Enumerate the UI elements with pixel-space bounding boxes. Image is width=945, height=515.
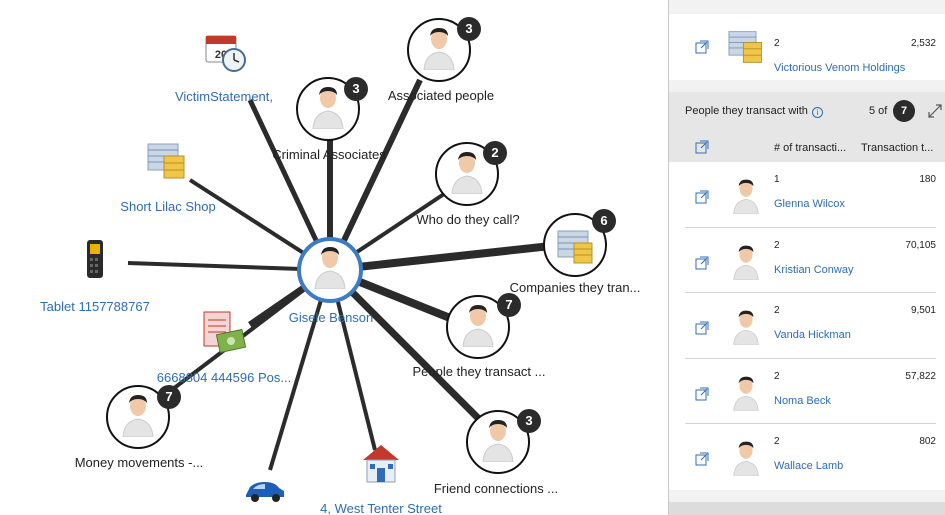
group-label-criminal-associates[interactable]: Criminal Associates [272, 147, 386, 162]
count-badge-friend-connections: 3 [517, 409, 541, 433]
list-item[interactable]: 1 180 Glenna Wilcox [685, 162, 936, 228]
row-amount: 180 [919, 174, 936, 185]
person-icon [312, 87, 344, 129]
group-label-associated-people[interactable]: Associated people [387, 88, 495, 103]
person-icon [733, 441, 759, 476]
calendar-clock-icon[interactable]: 20 [204, 32, 248, 74]
building-icon [557, 230, 593, 264]
phone-icon[interactable] [83, 238, 109, 282]
details-panel: 2 2,532 Victorious Venom Holdings People… [668, 0, 945, 515]
edge-money-movements [163, 268, 332, 397]
row-transactions: 2 [774, 239, 780, 251]
transact-list: 1 180 Glenna Wilcox 2 70,105 Kristian Co… [669, 162, 945, 490]
count-badge-companies: 6 [592, 209, 616, 233]
group-label-people-transact[interactable]: People they transact ... [412, 364, 546, 379]
row-amount: 57,822 [905, 370, 936, 382]
row-name[interactable]: Noma Beck [774, 394, 831, 407]
open-entity-icon[interactable] [695, 321, 709, 335]
row-transactions: 2 [774, 305, 780, 316]
entity-label-tablet[interactable]: Tablet 1157788767 [40, 299, 150, 314]
list-item[interactable]: 2 9,501 Vanda Hickman [685, 293, 936, 359]
person-icon [451, 152, 483, 194]
row-amount: 70,105 [905, 239, 936, 251]
building-icon [728, 31, 762, 63]
row-amount: 802 [919, 436, 936, 447]
entity-label-address[interactable]: 4, West Tenter Street [320, 501, 442, 515]
list-item[interactable]: 2 70,105 Kristian Conway [685, 228, 936, 293]
edge-associated-people [327, 78, 423, 272]
edge-friend-connections [327, 267, 483, 423]
section-title-text: People they transact with [685, 105, 808, 117]
row-transactions: 1 [774, 174, 780, 185]
list-item[interactable]: 2 57,822 Noma Beck [685, 359, 936, 424]
column-header-row: # of transacti... Transaction t... [669, 132, 945, 162]
person-icon [733, 310, 759, 345]
row-name[interactable]: Wallace Lamb [774, 460, 844, 472]
entity-label-account[interactable]: 6668804 444596 Pos... [156, 370, 292, 385]
person-icon [733, 376, 759, 411]
person-icon [482, 420, 514, 462]
group-node-people-transact[interactable] [446, 295, 510, 359]
group-label-who-call[interactable]: Who do they call? [416, 212, 520, 227]
column-header-total[interactable]: Transaction t... [861, 142, 934, 154]
house-icon[interactable] [359, 442, 403, 484]
count-badge-who-call: 2 [483, 141, 507, 165]
open-entity-icon[interactable] [695, 256, 709, 270]
row-transactions: 2 [774, 436, 780, 447]
statement-money-icon[interactable] [202, 310, 246, 354]
group-node-who-call[interactable] [435, 142, 499, 206]
top-card-name[interactable]: Victorious Venom Holdings [774, 62, 906, 74]
person-icon [462, 305, 494, 347]
person-icon [122, 395, 154, 437]
group-label-companies[interactable]: Companies they tran... [509, 280, 641, 295]
edge-companies [329, 241, 561, 274]
entity-label-short-lilac[interactable]: Short Lilac Shop [120, 199, 216, 214]
row-name[interactable]: Glenna Wilcox [774, 198, 845, 210]
top-entity-card[interactable]: 2 2,532 Victorious Venom Holdings [669, 14, 945, 80]
info-icon[interactable]: i [811, 107, 823, 118]
person-icon [423, 28, 455, 70]
building-icon[interactable] [146, 140, 190, 182]
group-node-associated-people[interactable] [407, 18, 471, 82]
row-amount: 9,501 [910, 305, 936, 316]
entity-label-victim-statement[interactable]: VictimStatement, [174, 89, 274, 104]
network-graph[interactable]: Gisele Benson 3 Associated people 3 Crim… [0, 0, 668, 515]
count-badge-criminal-associates: 3 [344, 77, 368, 101]
page-total-badge: 7 [893, 100, 915, 122]
group-label-friend-connections[interactable]: Friend connections ... [433, 481, 559, 496]
next-section-header [669, 502, 945, 515]
top-card-amount: 2,532 [910, 38, 936, 49]
open-entity-icon[interactable] [695, 140, 709, 154]
row-transactions: 2 [774, 370, 780, 382]
graph-edges [127, 78, 561, 471]
list-item[interactable]: 2 802 Wallace Lamb [685, 424, 936, 490]
page-of-label: 5 of [869, 105, 888, 117]
open-entity-icon[interactable] [695, 190, 709, 204]
count-badge-people-transact: 7 [497, 293, 521, 317]
group-label-money-movements[interactable]: Money movements -... [74, 455, 204, 470]
open-entity-icon[interactable] [695, 40, 709, 54]
person-icon [733, 245, 759, 280]
row-name[interactable]: Vanda Hickman [774, 329, 851, 341]
person-icon [314, 247, 346, 289]
edge-car [268, 269, 332, 471]
expand-icon[interactable] [927, 103, 943, 119]
open-entity-icon[interactable] [695, 452, 709, 466]
column-header-transactions[interactable]: # of transacti... [774, 142, 847, 154]
edge-tablet [127, 261, 331, 272]
count-badge-money-movements: 7 [157, 385, 181, 409]
center-node[interactable] [297, 237, 363, 303]
row-name[interactable]: Kristian Conway [774, 263, 854, 276]
person-icon [733, 179, 759, 214]
open-entity-icon[interactable] [695, 387, 709, 401]
count-badge-associated-people: 3 [457, 17, 481, 41]
top-card-transactions: 2 [774, 38, 780, 49]
car-icon[interactable] [243, 478, 287, 504]
center-node-label[interactable]: Gisele Benson [288, 310, 374, 325]
